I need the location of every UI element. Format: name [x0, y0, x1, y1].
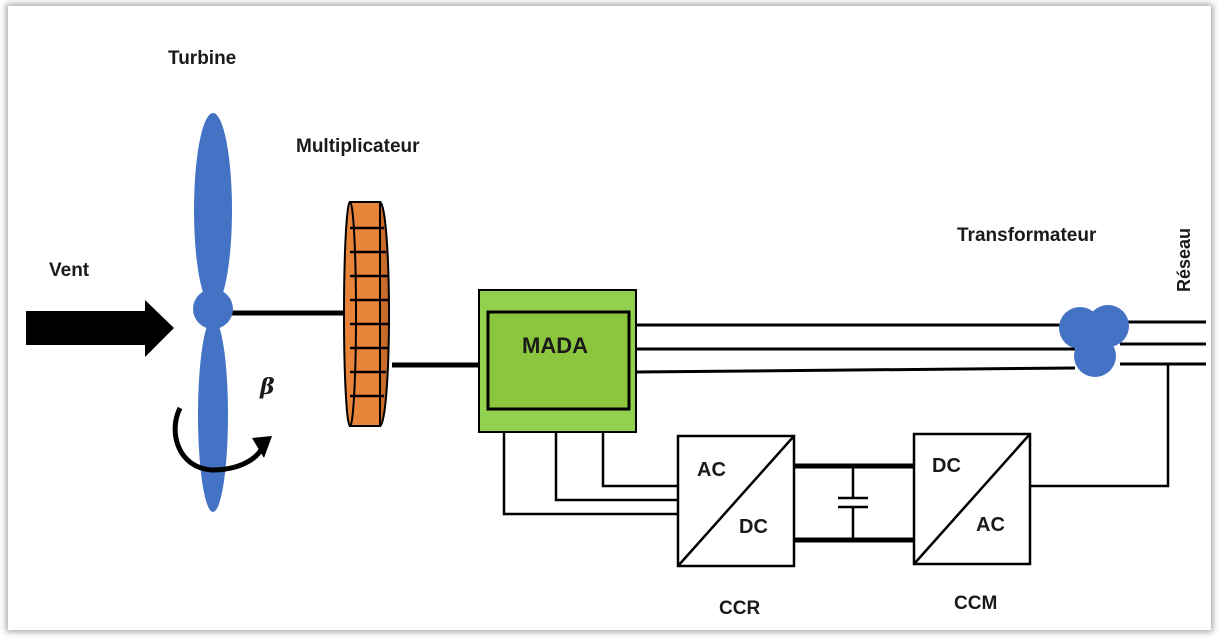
wind-arrow	[26, 300, 174, 357]
turbine-rotor	[193, 113, 233, 512]
mada-generator	[478, 289, 637, 433]
turbine-hub	[193, 289, 233, 329]
transformateur-label: Transformateur	[957, 225, 1097, 246]
mada-label: MADA	[522, 333, 588, 358]
ccr-converter	[676, 434, 796, 568]
ccr-out-label: DC	[739, 516, 768, 538]
ccm-converter	[912, 432, 1032, 566]
ccm-label: CCM	[954, 593, 997, 614]
multiplicateur-label: Multiplicateur	[296, 136, 420, 157]
transformer	[1059, 305, 1129, 377]
dc-link-capacitor	[838, 466, 868, 540]
ccr-in-label: AC	[697, 459, 726, 481]
pitch-rotation-arrow	[172, 406, 272, 473]
ccm-grid-connection	[1030, 364, 1170, 488]
gearbox	[343, 201, 390, 427]
turbine-blade-upper	[194, 113, 232, 307]
turbine-label: Turbine	[168, 48, 236, 69]
pitch-angle-label: β	[259, 374, 275, 400]
grid-lines	[1120, 320, 1206, 366]
ccr-label: CCR	[719, 598, 760, 619]
reseau-label: Réseau	[1174, 228, 1194, 292]
ccm-out-label: AC	[976, 514, 1005, 536]
ccm-in-label: DC	[932, 455, 961, 477]
rotor-lines	[502, 432, 678, 516]
turbine-blade-lower	[198, 318, 228, 512]
stator-lines	[635, 323, 1076, 374]
vent-label: Vent	[49, 260, 90, 281]
